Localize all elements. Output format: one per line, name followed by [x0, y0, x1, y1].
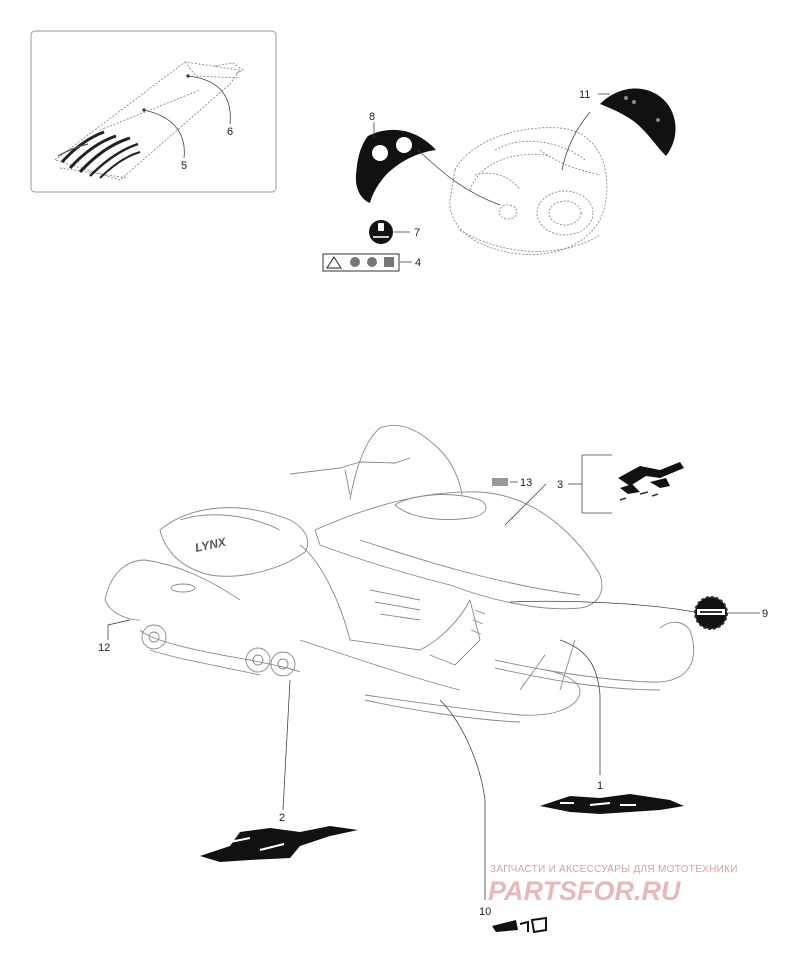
decal-7 — [369, 220, 393, 244]
decal-13 — [492, 478, 508, 486]
callout-2: 2 — [279, 812, 285, 824]
svg-text:LYNX: LYNX — [194, 535, 228, 555]
hood-nose-part — [449, 127, 608, 255]
callout-7: 7 — [414, 227, 420, 239]
brand-logo: LYNX — [194, 535, 228, 555]
callout-10: 10 — [479, 906, 491, 918]
callout-labels: 1 2 3 4 5 6 7 8 9 10 11 12 13 — [98, 89, 768, 918]
decal-2 — [200, 826, 358, 862]
callout-4: 4 — [415, 257, 421, 269]
inset-seat-panel — [30, 30, 277, 193]
watermark: ЗАПЧАСТИ И АКСЕССУАРЫ ДЛЯ МОТОТЕХНИКИ PA… — [488, 864, 738, 906]
callout-6: 6 — [227, 126, 233, 138]
decal-3 — [618, 462, 684, 501]
decal-4-warning-strip — [322, 253, 400, 272]
callout-3: 3 — [557, 479, 563, 491]
callout-9: 9 — [762, 608, 768, 620]
callout-1: 1 — [597, 780, 603, 792]
decal-8 — [355, 129, 436, 203]
callout-8: 8 — [369, 111, 375, 123]
seat-cover-part — [54, 61, 244, 181]
decal-1 — [540, 794, 684, 814]
watermark-tagline: ЗАПЧАСТИ И АКСЕССУАРЫ ДЛЯ МОТОТЕХНИКИ — [490, 864, 738, 875]
callout-5: 5 — [181, 160, 187, 172]
decal-9-gear-logo — [694, 596, 728, 630]
decal-10 — [492, 916, 547, 934]
snowmobile-body — [104, 424, 694, 723]
decal-11 — [600, 88, 676, 156]
watermark-site: PARTSFOR.RU — [488, 876, 682, 906]
callout-13: 13 — [520, 477, 532, 489]
callout-12: 12 — [98, 642, 110, 654]
callout-11: 11 — [579, 89, 590, 101]
